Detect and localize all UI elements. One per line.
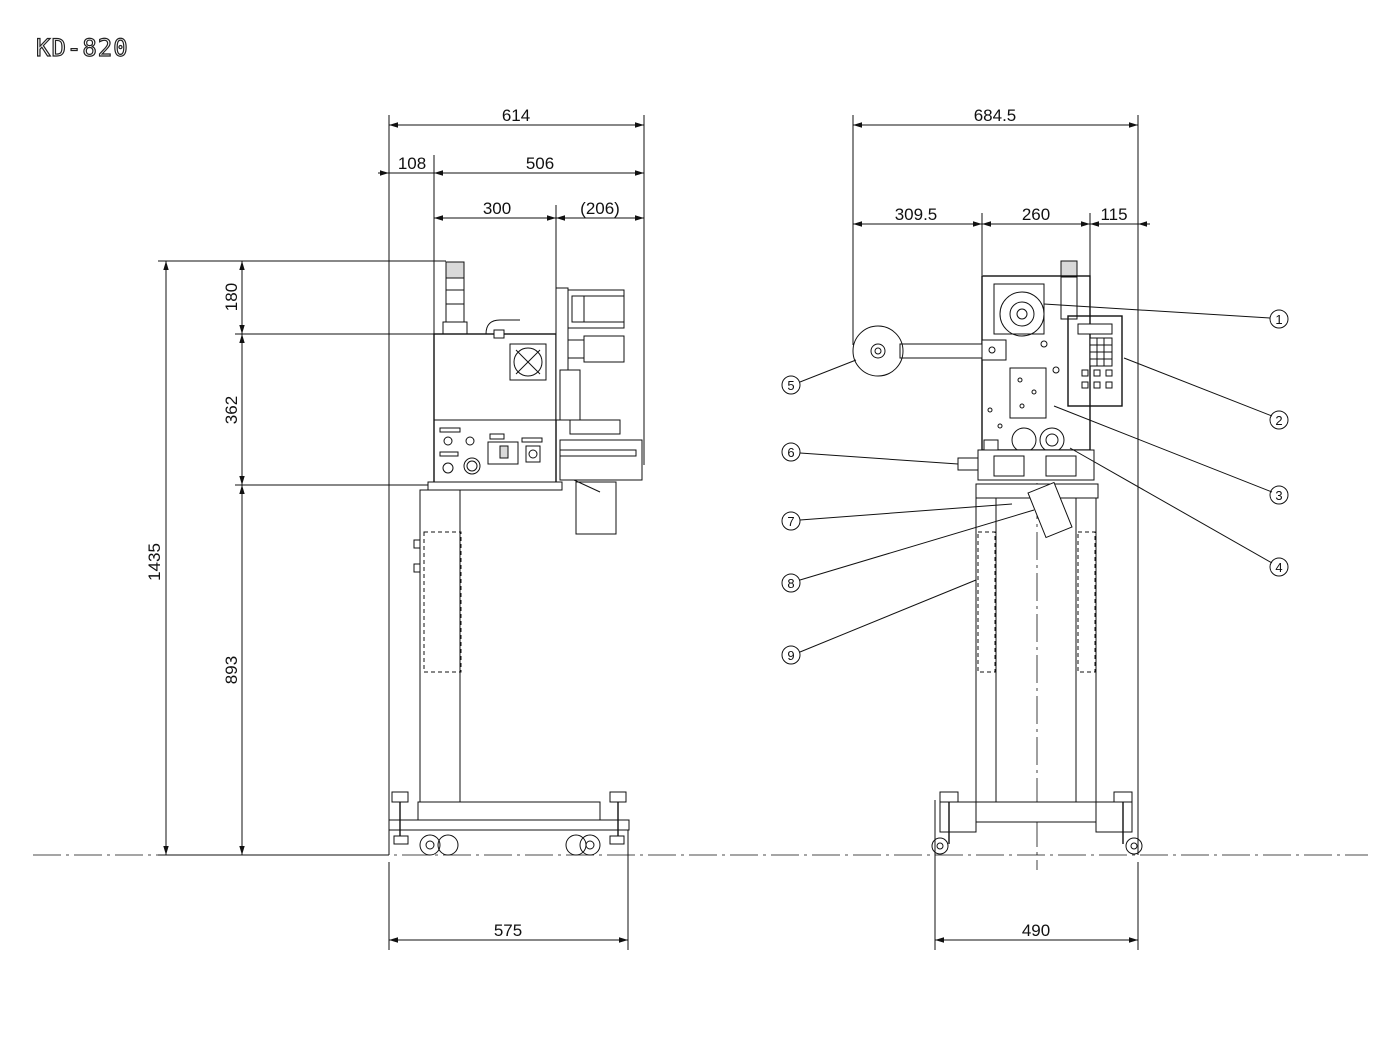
svg-text:1: 1 xyxy=(1275,312,1282,327)
callout-6: 6 xyxy=(781,442,959,465)
callout-3: 3 xyxy=(1053,405,1289,505)
front-base-frame xyxy=(931,791,1143,855)
front-supply-reel xyxy=(852,325,1007,377)
side-view: 614 108 506 300 (206) 575 1435 180 362 8… xyxy=(145,106,645,950)
dim-side-offset-label: 108 xyxy=(398,154,426,173)
front-view: 684.5 309.5 260 115 490 1 2 3 4 xyxy=(781,106,1289,950)
svg-text:4: 4 xyxy=(1275,560,1282,575)
svg-text:9: 9 xyxy=(787,648,794,663)
dim-front-body-label: 260 xyxy=(1022,205,1050,224)
dim-stand-height-label: 893 xyxy=(222,656,241,684)
dim-side-head-label: (206) xyxy=(580,199,620,218)
front-applicator xyxy=(957,449,1099,539)
side-base-frame xyxy=(388,791,630,856)
dim-side-overall-label: 614 xyxy=(502,106,530,125)
callout-5: 5 xyxy=(781,359,857,395)
callout-7: 7 xyxy=(781,503,1013,531)
dim-beacon-height-label: 180 xyxy=(222,283,241,311)
svg-text:6: 6 xyxy=(787,445,794,460)
dim-cabinet-height-label: 362 xyxy=(222,396,241,424)
beacon-tower xyxy=(442,261,468,335)
callout-8: 8 xyxy=(781,509,1035,593)
dim-side-body-label: 506 xyxy=(526,154,554,173)
dim-side-cabinet-label: 300 xyxy=(483,199,511,218)
front-operation-panel xyxy=(1067,315,1123,407)
callout-1: 1 xyxy=(1043,303,1289,329)
front-beacon xyxy=(1060,260,1078,320)
dim-front-base-label: 490 xyxy=(1022,921,1050,940)
callout-4: 4 xyxy=(1069,447,1289,577)
dim-front-overall-label: 684.5 xyxy=(974,106,1017,125)
svg-text:3: 3 xyxy=(1275,488,1282,503)
dim-side-base-label: 575 xyxy=(494,921,522,940)
labeling-head xyxy=(555,287,643,535)
dim-total-height-label: 1435 xyxy=(145,543,164,581)
callout-9: 9 xyxy=(781,579,977,665)
callout-2: 2 xyxy=(1123,357,1289,430)
dim-front-left-reach-label: 309.5 xyxy=(895,205,938,224)
stand-column xyxy=(413,489,462,803)
dim-front-panel-label: 115 xyxy=(1100,205,1127,224)
front-head-plate xyxy=(981,275,1091,453)
svg-text:8: 8 xyxy=(787,576,794,591)
svg-text:5: 5 xyxy=(787,378,794,393)
front-columns xyxy=(975,497,1097,803)
model-title: KD-820 xyxy=(35,33,129,62)
svg-text:7: 7 xyxy=(787,514,794,529)
svg-text:2: 2 xyxy=(1275,413,1282,428)
control-cabinet xyxy=(427,319,563,491)
